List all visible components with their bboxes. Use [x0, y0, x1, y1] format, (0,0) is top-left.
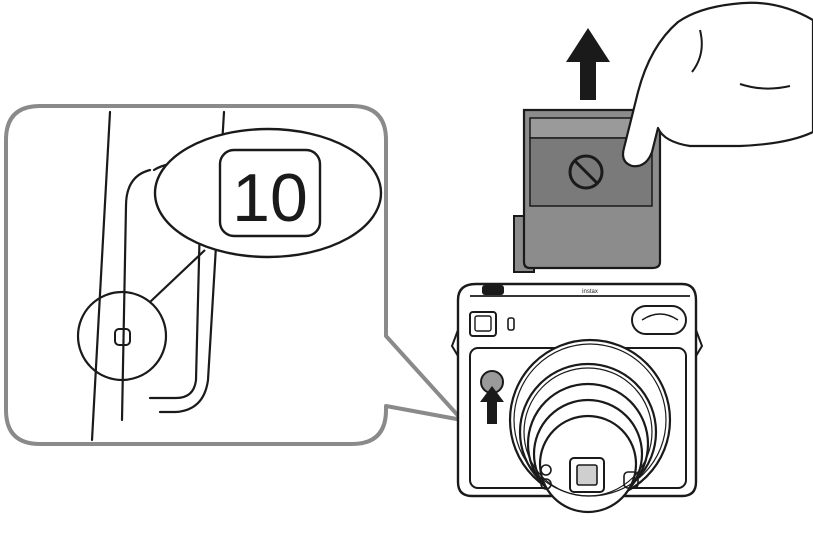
top-dial: [482, 285, 504, 295]
light-sensor: [623, 471, 639, 489]
hand-illustration: [621, 1, 813, 168]
lens-ridges: [513, 343, 667, 497]
zoom-circle: [76, 290, 168, 382]
camera-edge-closeup: [90, 110, 226, 442]
counter-value: 10: [232, 160, 308, 236]
strap-lug-right: [695, 329, 704, 357]
viewfinder-inner: [474, 315, 492, 332]
pull-arrow-icon: [566, 28, 610, 100]
prohibited-icon: [568, 154, 604, 190]
counter-window: [218, 148, 322, 238]
selfie-sensor-top: [540, 464, 552, 476]
instant-camera: instax: [450, 282, 704, 514]
flash: [631, 305, 687, 335]
viewfinder: [469, 311, 497, 337]
zoom-leader-line: [149, 249, 206, 303]
selfie-sensor-bottom: [540, 478, 552, 490]
hand-knuckle-line: [691, 29, 791, 90]
magnified-callout: 10: [4, 104, 464, 446]
brand-mark: instax: [582, 289, 598, 295]
hand-outline: [621, 1, 813, 168]
flash-lens: [641, 313, 679, 321]
lens-optics-inner: [576, 464, 598, 486]
strap-lug-left: [450, 329, 459, 357]
counter-window-small: [114, 328, 131, 346]
front-counter-window: [507, 317, 515, 331]
press-arrow-icon: [480, 386, 504, 424]
